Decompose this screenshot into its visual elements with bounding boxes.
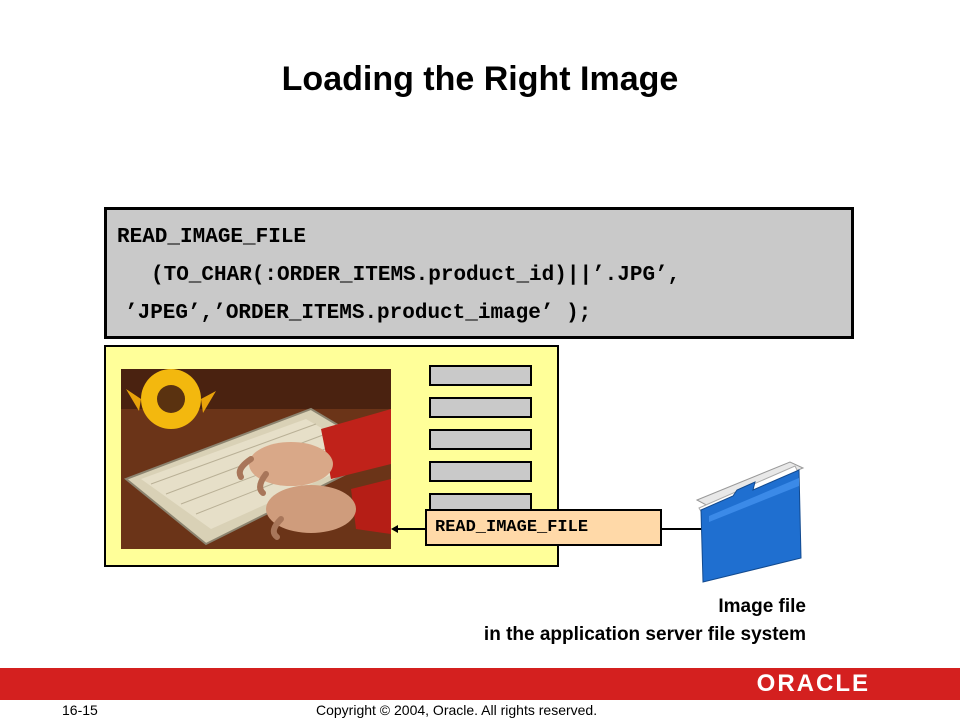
text-item-4[interactable]: [429, 461, 532, 482]
code-line-1: READ_IMAGE_FILE: [117, 226, 307, 249]
page-number: 16-15: [62, 702, 98, 718]
footer-bar: ORACLE: [0, 668, 960, 700]
oracle-logo: ORACLE: [756, 670, 870, 697]
image-file-caption: Image file: [718, 596, 806, 617]
copyright-text: Copyright © 2004, Oracle. All rights res…: [316, 702, 598, 718]
code-line-3: ’JPEG’,’ORDER_ITEMS.product_image’ );: [125, 302, 592, 325]
connector-line: [662, 528, 702, 530]
arrow-left-icon: [391, 525, 398, 533]
slide-title: Loading the Right Image: [281, 60, 679, 98]
text-item-2[interactable]: [429, 397, 532, 418]
text-item-1[interactable]: [429, 365, 532, 386]
code-snippet-box: READ_IMAGE_FILE (TO_CHAR(:ORDER_ITEMS.pr…: [104, 207, 854, 339]
file-system-caption: in the application server file system: [483, 624, 806, 645]
code-line-2: (TO_CHAR(:ORDER_ITEMS.product_id)||’.JPG…: [151, 264, 681, 287]
text-item-3[interactable]: [429, 429, 532, 450]
keyboard-photo: [121, 369, 391, 549]
folder-icon: [695, 461, 805, 583]
read-image-file-builtin: READ_IMAGE_FILE: [425, 509, 662, 546]
sunflower-icon: [126, 369, 216, 429]
form-canvas: [104, 345, 559, 567]
arrow-line: [395, 528, 425, 530]
product-image-item: [121, 369, 391, 549]
